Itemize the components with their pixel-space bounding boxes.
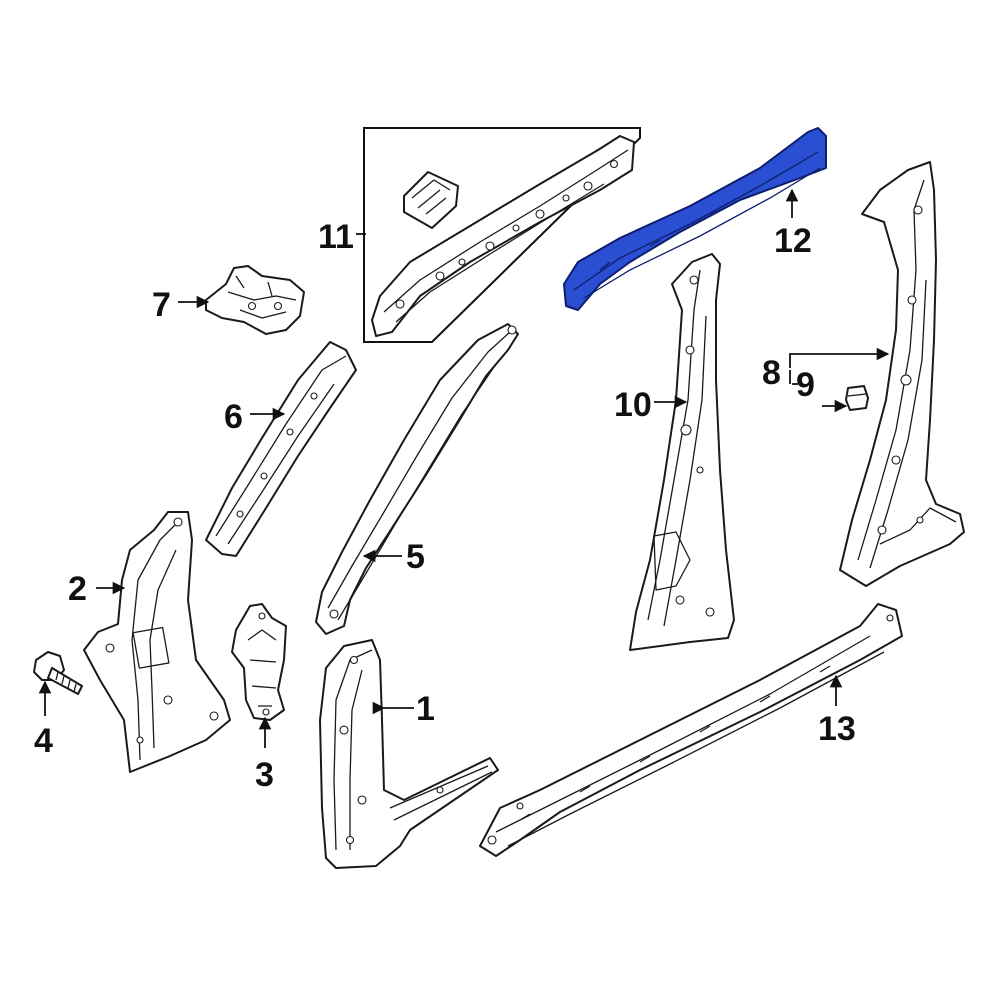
callout-2: 2	[68, 570, 87, 608]
callout-labels: 1 2 3 4 5 6 7 8 9 10 11 12 13	[34, 218, 856, 794]
part-6-inner-rail[interactable]	[205, 341, 357, 557]
callout-4: 4	[34, 722, 53, 760]
part-8-c-pillar-inner[interactable]	[839, 161, 965, 587]
callout-7: 7	[152, 286, 171, 324]
callout-13: 13	[818, 710, 856, 748]
part-10-b-pillar-inner[interactable]	[629, 253, 735, 651]
part-9-clip[interactable]	[845, 385, 869, 411]
callout-8: 8	[762, 354, 781, 392]
part-11-inset	[363, 127, 641, 343]
callout-6: 6	[224, 398, 243, 436]
callout-10: 10	[614, 386, 652, 424]
part-4-bolt[interactable]	[33, 651, 83, 695]
part-13-rocker-panel[interactable]	[479, 603, 903, 857]
callout-3: 3	[255, 756, 274, 794]
callout-11: 11	[318, 218, 354, 256]
callout-1: 1	[416, 690, 435, 728]
callout-12: 12	[774, 222, 812, 260]
callout-9: 9	[796, 366, 815, 404]
callout-5: 5	[406, 538, 425, 576]
part-7-bracket[interactable]	[205, 265, 305, 335]
part-12-roof-rail-reinforcement[interactable]	[563, 127, 827, 311]
part-2-front-pillar-panel[interactable]	[83, 511, 231, 773]
part-1-lower-pillar[interactable]	[319, 639, 499, 869]
leader-lines	[38, 188, 890, 748]
part-3-bracket[interactable]	[231, 603, 287, 721]
